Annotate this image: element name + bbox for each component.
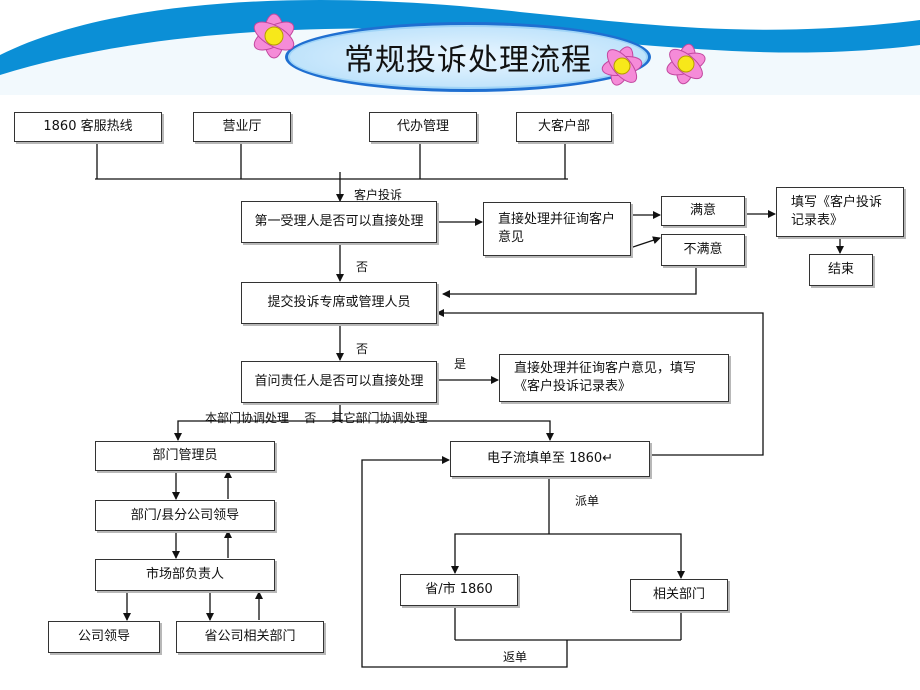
label-dispatch: 派单 bbox=[575, 494, 600, 508]
source-hall: 营业厅 bbox=[193, 112, 291, 142]
label-no-2: 否 bbox=[356, 342, 369, 356]
province-dept-box: 省公司相关部门 bbox=[176, 621, 324, 653]
submit-to-manager-box: 提交投诉专席或管理人员 bbox=[241, 282, 437, 324]
source-vip: 大客户部 bbox=[516, 112, 612, 142]
source-agent: 代办管理 bbox=[369, 112, 477, 142]
page-title: 常规投诉处理流程 bbox=[344, 43, 592, 78]
source-hotline: 1860 客服热线 bbox=[14, 112, 162, 142]
first-responsible-decision: 首问责任人是否可以直接处理 bbox=[241, 361, 437, 403]
flower-decoration-icon bbox=[666, 43, 706, 85]
first-handler-decision: 第一受理人是否可以直接处理 bbox=[241, 201, 437, 243]
e-flow-box: 电子流填单至 1860↵ bbox=[450, 441, 650, 477]
unsatisfied-box: 不满意 bbox=[661, 234, 745, 266]
dept-leader-box: 部门/县分公司领导 bbox=[95, 500, 275, 531]
direct-handle-box: 直接处理并征询客户意见 bbox=[483, 202, 631, 256]
satisfied-box: 满意 bbox=[661, 196, 745, 226]
label-no-1: 否 bbox=[356, 260, 369, 274]
direct-handle-fill-box: 直接处理并征询客户意见，填写《客户投诉记录表》 bbox=[499, 354, 729, 402]
company-leader-box: 公司领导 bbox=[48, 621, 160, 653]
related-dept-box: 相关部门 bbox=[630, 579, 728, 611]
title-banner: 常规投诉处理流程 bbox=[285, 22, 651, 92]
province-city-1860-box: 省/市 1860 bbox=[400, 574, 518, 606]
label-yes: 是 bbox=[454, 357, 467, 371]
fill-complaint-form-box: 填写《客户投诉记录表》 bbox=[776, 187, 904, 237]
end-box: 结束 bbox=[809, 254, 873, 286]
label-customer-complaint: 客户投诉 bbox=[354, 188, 403, 202]
market-head-box: 市场部负责人 bbox=[95, 559, 275, 591]
flower-decoration-icon bbox=[253, 13, 295, 59]
flower-decoration-icon bbox=[601, 46, 643, 86]
dept-manager-box: 部门管理员 bbox=[95, 441, 275, 471]
label-return: 返单 bbox=[503, 650, 528, 664]
label-split: 本部门协调处理 否 其它部门协调处理 bbox=[205, 411, 428, 425]
